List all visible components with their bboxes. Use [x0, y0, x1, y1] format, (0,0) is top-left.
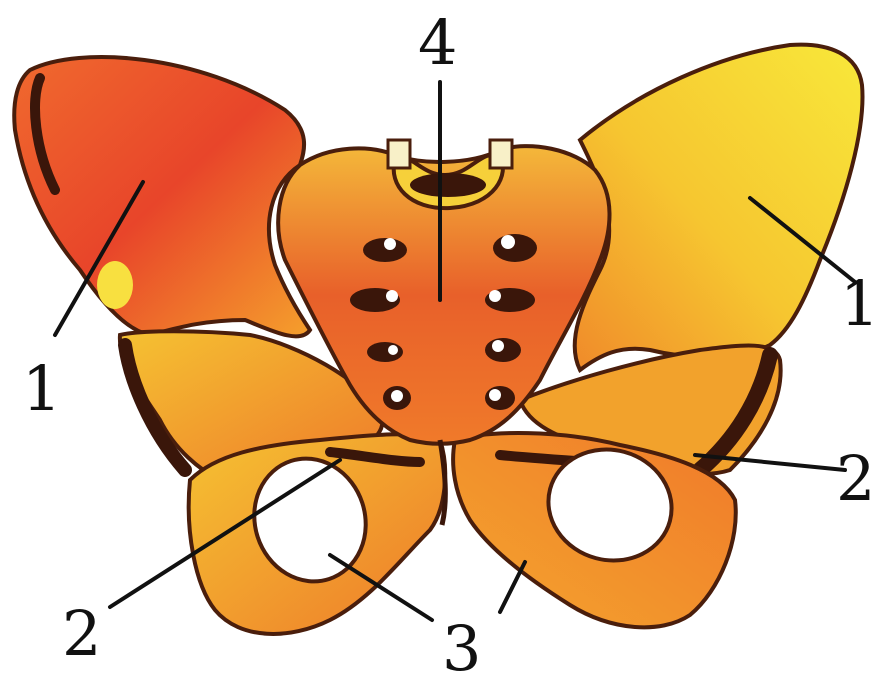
sacral-foramen-left-4-highlight — [391, 390, 403, 402]
label-sacrum: 4 — [418, 6, 457, 79]
sacrum-top-right-process — [490, 140, 512, 168]
leader-line-ischium-right — [500, 562, 525, 612]
sacral-foramen-right-1-highlight — [501, 235, 515, 249]
sacral-foramen-right-4-highlight — [489, 389, 501, 401]
sacrum-top-left-process — [388, 140, 410, 168]
sacral-foramen-left-2-highlight — [386, 290, 398, 302]
left-ilium-wing — [14, 57, 310, 336]
sacral-foramen-left-3-highlight — [388, 345, 398, 355]
sacral-foramen-right-1 — [493, 234, 537, 262]
right-ilium-wing — [575, 45, 863, 370]
sacral-canal-opening — [410, 173, 486, 197]
sacral-foramen-right-2-highlight — [489, 290, 501, 302]
label-pubis-left: 2 — [62, 597, 101, 670]
sacral-foramen-left-1-highlight — [384, 238, 396, 250]
label-ilium-right: 1 — [840, 267, 877, 340]
sacral-foramen-right-3-highlight — [492, 340, 504, 352]
left-ilium-highlight — [97, 261, 133, 309]
label-pubis-right: 2 — [836, 442, 875, 515]
label-ilium-left: 1 — [22, 352, 61, 425]
sacral-foramen-right-3 — [485, 338, 521, 362]
label-ischium-left: 3 — [442, 612, 481, 674]
sacral-foramen-left-3 — [367, 342, 403, 362]
